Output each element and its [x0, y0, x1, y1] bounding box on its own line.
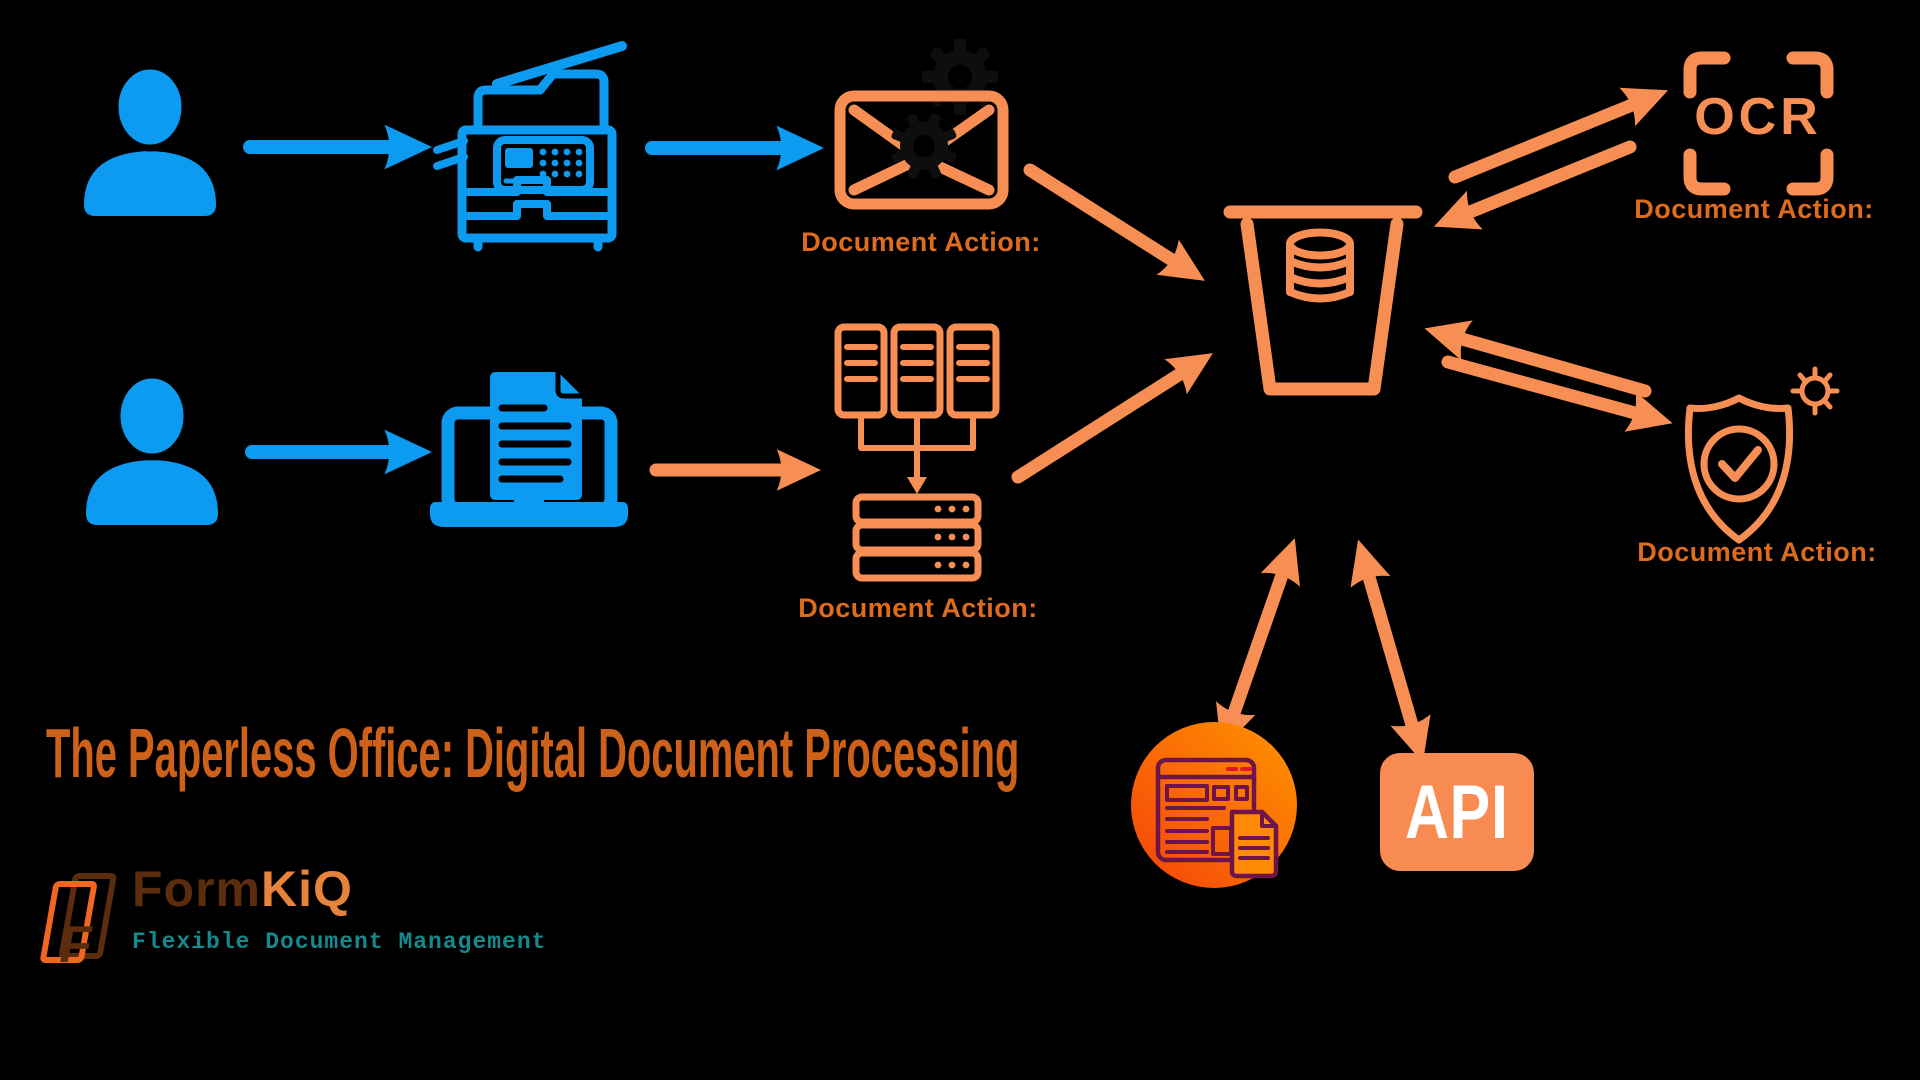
- ocr-scan-frame-icon: [1683, 51, 1834, 196]
- formkiq-logo-icon: F: [40, 873, 117, 974]
- gear-icon: [922, 39, 998, 115]
- logo-monogram: F: [55, 916, 97, 974]
- gear-icon: [891, 113, 957, 179]
- brand-name: FormKiQ: [132, 864, 353, 914]
- brand-tagline: Flexible Document Management: [132, 929, 547, 955]
- page-title: The Paperless Office: Digital Document P…: [46, 714, 1020, 792]
- document-action-label-batch: Document Action:: [798, 593, 1038, 623]
- arrow-to-storage-icon: [1011, 353, 1213, 484]
- document-action-label-antivirus: Document Action:: [1637, 537, 1877, 567]
- api-badge-label-box: API: [1380, 753, 1534, 871]
- arrow-to-storage-icon: [1023, 163, 1205, 281]
- person-icon: [86, 375, 218, 525]
- api-badge: [1380, 753, 1534, 871]
- virus-icon: [1790, 366, 1840, 416]
- ocr-label: OCR: [1694, 88, 1822, 146]
- copier-scanner-icon: [433, 41, 627, 252]
- double-arrow-ocr: [1433, 87, 1669, 230]
- person-icon: [84, 66, 216, 216]
- api-label: API: [1405, 769, 1509, 855]
- shield-check-virus-icon: [1684, 366, 1840, 544]
- database-icon: [1286, 228, 1354, 303]
- double-arrow-api: [1350, 539, 1431, 763]
- document-action-label-ocr: Document Action:: [1634, 194, 1874, 224]
- server-icon: [852, 493, 982, 582]
- bucket-database-icon: [1223, 205, 1423, 396]
- webpage-document-circle-icon: [1131, 722, 1297, 888]
- double-arrow-webhook: [1216, 538, 1300, 750]
- laptop-document-icon: [430, 372, 628, 527]
- documents-server-icon: [834, 323, 1000, 582]
- double-arrow-antivirus: [1424, 320, 1673, 432]
- brand-name-primary: Form: [132, 861, 261, 917]
- brand-name-secondary: KiQ: [261, 861, 353, 917]
- document-action-label-email: Document Action:: [801, 227, 1041, 257]
- envelope-gears-icon: [834, 39, 1009, 210]
